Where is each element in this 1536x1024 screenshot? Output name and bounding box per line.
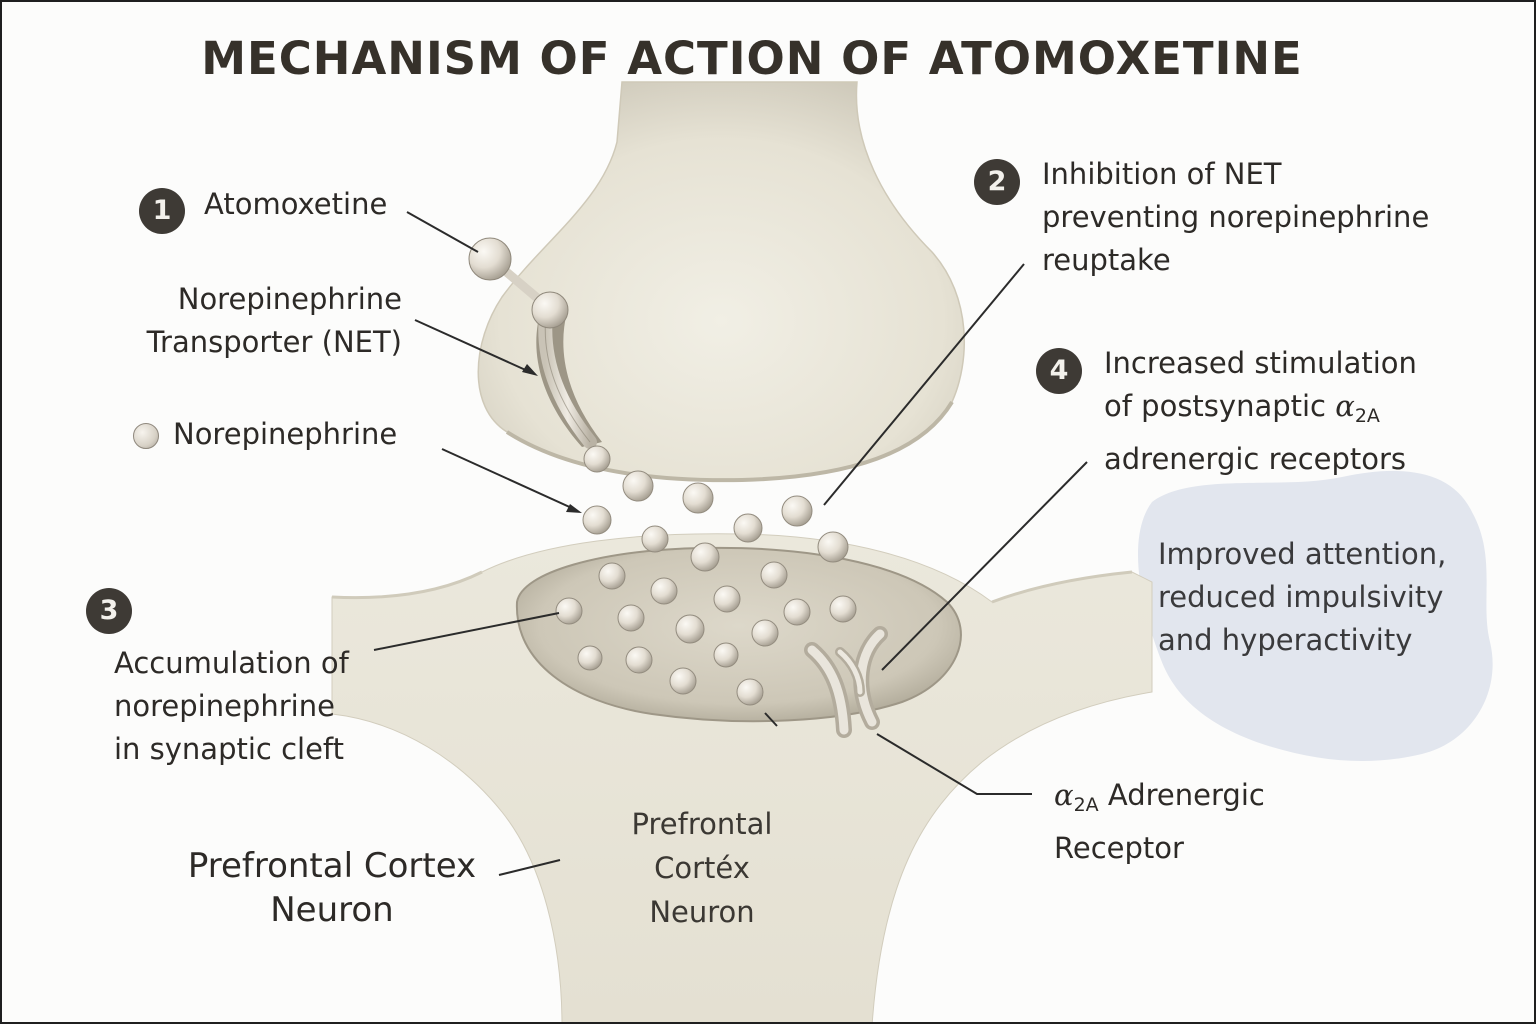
- stimulation-line2: of postsynaptic α2A: [1104, 385, 1417, 438]
- receptor-line1: α2A Adrenergic: [1054, 774, 1265, 827]
- leader-atomoxetine: [406, 211, 479, 253]
- norepinephrine-molecules: [555, 445, 857, 706]
- stimulation-line2-prefix: of postsynaptic: [1104, 389, 1336, 423]
- leader-cleft-edge: [764, 712, 778, 727]
- page-title: MECHANISM OF ACTION OF ATOMOXETINE: [201, 32, 1303, 85]
- outcome-text: Improved attention, reduced impulsivity …: [1158, 533, 1446, 662]
- step-badge-1: 1: [139, 188, 185, 234]
- outcome-blob: [1137, 470, 1493, 762]
- outcome-line2: reduced impulsivity: [1158, 580, 1444, 614]
- inhibition-line1: Inhibition of NET: [1042, 157, 1282, 191]
- receptor-line2: Receptor: [1054, 831, 1184, 865]
- accumulation-line1: Accumulation of: [114, 646, 349, 680]
- leader-receptor: [876, 733, 1032, 795]
- accumulation-line3: in synaptic cleft: [114, 732, 344, 766]
- leader-inhibition: [823, 263, 1025, 506]
- net-label-line1: Norepinephrine: [177, 282, 402, 316]
- net-label: Norepinephrine Transporter (NET): [102, 278, 402, 364]
- presynaptic-terminal: [477, 81, 966, 481]
- alpha2a-receptor: [804, 626, 888, 738]
- accumulation-line2: norepinephrine: [114, 689, 335, 723]
- norepinephrine-legend-label: Norepinephrine: [173, 417, 398, 451]
- leader-stimulation: [881, 461, 1088, 671]
- pfc-neuron-line2: Neuron: [270, 890, 394, 930]
- receptor-label: α2A Adrenergic Receptor: [1054, 774, 1265, 870]
- step-badge-3: 3: [86, 588, 132, 634]
- pfc-inner-line2: Cortéx: [654, 851, 750, 885]
- leader-lines: [373, 211, 1088, 876]
- receptor-alpha-symbol: α: [1054, 778, 1074, 812]
- pfc-inner-line3: Neuron: [649, 895, 755, 929]
- stimulation-text: Increased stimulation of postsynaptic α2…: [1104, 342, 1417, 481]
- inhibition-line3: reuptake: [1042, 243, 1171, 277]
- norepinephrine-legend-dot: [133, 423, 159, 449]
- pfc-neuron-line1: Prefrontal Cortex: [187, 846, 477, 886]
- receptor-line1-suffix: Adrenergic: [1098, 778, 1265, 812]
- leader-accumulation: [373, 612, 560, 651]
- leader-norepinephrine: [441, 448, 575, 510]
- stimulation-line1: Increased stimulation: [1104, 346, 1417, 380]
- leader-pfc: [498, 859, 561, 876]
- step-badge-2: 2: [974, 159, 1020, 205]
- inhibition-line2: preventing norepinephrine: [1042, 200, 1430, 234]
- leader-net: [414, 319, 531, 373]
- pfc-neuron-label: Prefrontal Cortex Neuron: [152, 844, 512, 932]
- inhibition-text: Inhibition of NET preventing norepinephr…: [1042, 153, 1429, 282]
- alpha-symbol: α: [1335, 389, 1355, 423]
- receptor-alpha-subscript: 2A: [1073, 794, 1099, 816]
- alpha-subscript: 2A: [1354, 405, 1380, 427]
- leader-arrowheads: [522, 364, 582, 513]
- outcome-line3: and hyperactivity: [1158, 623, 1413, 657]
- net-label-line2: Transporter (NET): [146, 325, 402, 359]
- synaptic-cleft: [515, 546, 962, 723]
- stimulation-line3: adrenergic receptors: [1104, 442, 1407, 476]
- pfc-inner-line1: Prefrontal: [631, 807, 773, 841]
- atomoxetine-label: Atomoxetine: [204, 187, 388, 221]
- accumulation-text: Accumulation of norepinephrine in synapt…: [114, 642, 349, 771]
- atomoxetine-molecule: [468, 237, 512, 281]
- pfc-neuron-inner-label: Prefrontal Cortéx Neuron: [592, 802, 812, 934]
- step-badge-4: 4: [1036, 348, 1082, 394]
- outcome-line1: Improved attention,: [1158, 537, 1447, 571]
